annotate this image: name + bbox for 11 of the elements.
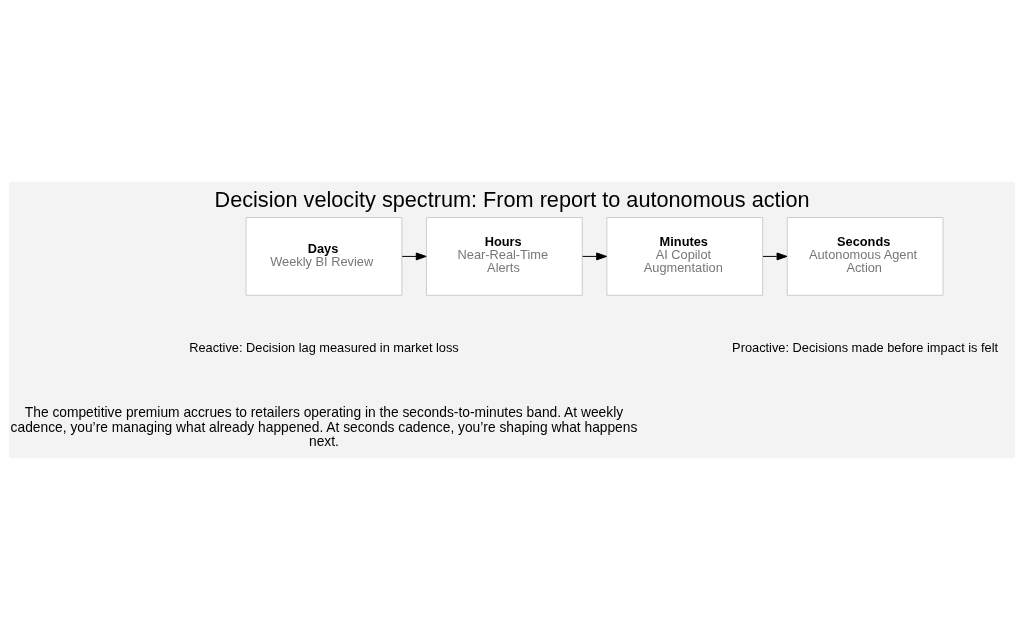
label: Reactive: Decision lag measured in market loss bbox=[189, 339, 459, 355]
arrow bbox=[401, 252, 427, 261]
node-box: Hours Near-Real-Time Alerts bbox=[426, 217, 583, 296]
node-box: Seconds Autonomous Agent Action bbox=[786, 217, 944, 296]
caption: The competitive premium accrues to retailers operating in the seconds-to-minutes band. At weekly cadence, you’re managing what already happened. At seconds cadence, you’re shaping what happens next. bbox=[10, 404, 638, 450]
node-box: Minutes AI Copilot Augmentation bbox=[606, 217, 764, 296]
arrow bbox=[762, 252, 788, 261]
diagram-title: Decision velocity spectrum: From report to autonomous action bbox=[214, 187, 810, 213]
arrow bbox=[582, 252, 607, 261]
node-box: Days Weekly BI Review bbox=[245, 217, 403, 296]
label: Proactive: Decisions made before impact is felt bbox=[732, 339, 999, 355]
